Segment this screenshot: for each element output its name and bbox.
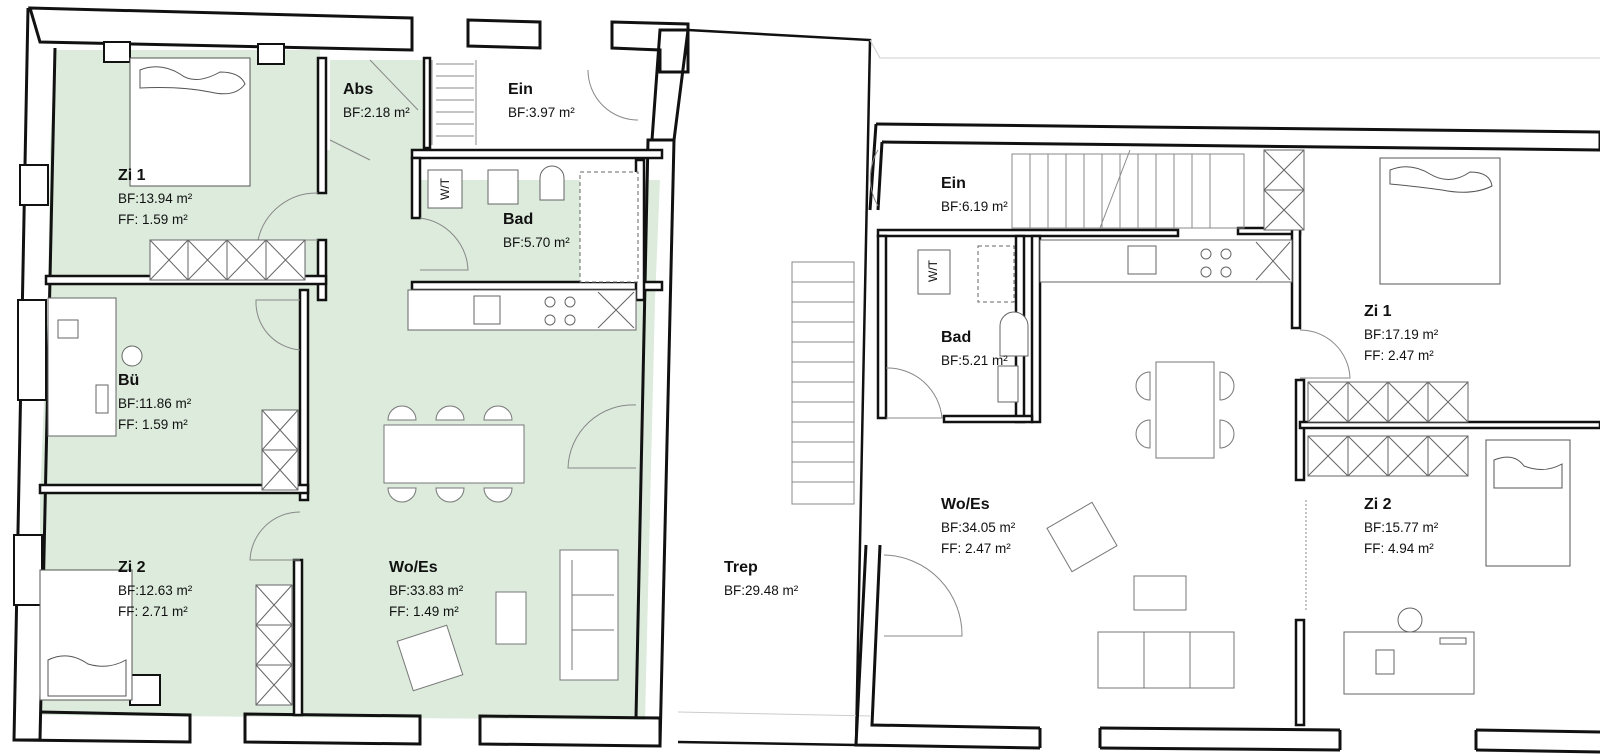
kitchen-counter-icon	[1039, 239, 1293, 283]
room-extra-area: FF: 1.59 m²	[118, 416, 188, 432]
shower-icon	[977, 245, 1015, 303]
room-area: BF:12.63 m²	[118, 583, 193, 598]
room-label-zi2-a: Zi 2 BF:12.63 m² FF: 2.71 m²	[118, 560, 192, 625]
room-area: BF:13.94 m²	[118, 191, 193, 206]
room-extra-area: FF: 2.47 m²	[941, 540, 1011, 556]
apartment-a	[12, 6, 690, 748]
kitchen-counter-icon	[407, 289, 637, 331]
sink-icon	[997, 365, 1019, 403]
coffee-table-icon	[495, 591, 527, 645]
room-name: Bü	[118, 372, 140, 389]
room-label-woes-a: Wo/Es BF:33.83 m² FF: 1.49 m²	[389, 560, 463, 625]
toilet-icon	[539, 165, 565, 201]
room-extra-area: FF: 2.71 m²	[118, 603, 188, 619]
dining-table-icon	[1135, 361, 1235, 459]
room-area: BF:5.70 m²	[503, 235, 570, 250]
apartment-b	[854, 122, 1600, 754]
room-area: BF:29.48 m²	[724, 583, 799, 598]
dining-table-icon	[383, 405, 525, 503]
coffee-table-icon	[1133, 575, 1187, 611]
room-name: Abs	[343, 81, 374, 98]
washer-dryer-label: W/T	[926, 260, 940, 282]
room-area: BF:2.18 m²	[343, 105, 410, 120]
bed-icon	[39, 57, 251, 701]
room-name: Zi 1	[118, 167, 146, 184]
armchair-icon	[396, 624, 464, 692]
room-name: Ein	[508, 81, 533, 98]
staircase-icon	[1011, 149, 1245, 229]
stair-hall	[674, 28, 1600, 747]
room-area: BF:5.21 m²	[941, 353, 1008, 368]
armchair-icon	[1046, 501, 1118, 573]
room-label-woes-b: Wo/Es BF:34.05 m² FF: 2.47 m²	[941, 497, 1015, 562]
room-label-ein-a: Ein BF:3.97 m²	[508, 82, 575, 127]
room-area: BF:6.19 m²	[941, 199, 1008, 214]
room-label-trep: Trep BF:29.48 m²	[724, 560, 798, 605]
wardrobe-icon	[1263, 149, 1469, 477]
room-name: Ein	[941, 175, 966, 192]
room-extra-area: FF: 4.94 m²	[1364, 540, 1434, 556]
door-swings	[869, 149, 1351, 637]
room-extra-area: FF: 2.47 m²	[1364, 347, 1434, 363]
sofa-icon	[559, 549, 619, 681]
outer-walls	[854, 122, 1600, 754]
desk-icon	[47, 297, 143, 437]
bathroom-fixtures	[917, 245, 1029, 403]
room-label-ein-b: Ein BF:6.19 m²	[941, 176, 1008, 221]
room-label-bu: Bü BF:11.86 m² FF: 1.59 m²	[118, 373, 191, 438]
room-name: Zi 2	[1364, 496, 1392, 513]
staircase-icon	[329, 59, 477, 161]
room-name: Bad	[503, 211, 534, 228]
room-label-bad-b: Bad BF:5.21 m²	[941, 330, 1008, 375]
toilet-icon	[999, 311, 1029, 357]
room-label-bad-a: Bad BF:5.70 m²	[503, 212, 570, 257]
room-label-zi1-a: Zi 1 BF:13.94 m² FF: 1.59 m²	[118, 168, 192, 233]
sink-icon	[487, 169, 519, 205]
staircase-icon	[791, 261, 855, 505]
sofa-icon	[1097, 631, 1235, 689]
room-extra-area: FF: 1.59 m²	[118, 211, 188, 227]
room-extra-area: FF: 1.49 m²	[389, 603, 459, 619]
bed-icon	[1379, 157, 1571, 567]
room-name: Zi 2	[118, 559, 146, 576]
room-area: BF:17.19 m²	[1364, 327, 1439, 342]
room-name: Wo/Es	[941, 496, 990, 513]
windows-left	[13, 41, 285, 706]
room-label-zi2-b: Zi 2 BF:15.77 m² FF: 4.94 m²	[1364, 497, 1438, 562]
washer-dryer-label: W/T	[438, 178, 452, 200]
room-name: Wo/Es	[389, 559, 438, 576]
room-label-abs: Abs BF:2.18 m²	[343, 82, 410, 127]
shower-icon	[579, 171, 639, 283]
room-name: Trep	[724, 559, 758, 576]
desk-icon	[1343, 607, 1475, 695]
bathroom-fixtures	[427, 165, 639, 283]
room-area: BF:33.83 m²	[389, 583, 464, 598]
door-swings	[249, 69, 639, 561]
room-area: BF:3.97 m²	[508, 105, 575, 120]
room-label-zi1-b: Zi 1 BF:17.19 m² FF: 2.47 m²	[1364, 304, 1438, 369]
room-fill-areas	[40, 50, 660, 720]
room-area: BF:15.77 m²	[1364, 520, 1439, 535]
wardrobe-icon	[149, 239, 306, 706]
room-name: Zi 1	[1364, 303, 1392, 320]
room-name: Bad	[941, 329, 972, 346]
room-area: BF:34.05 m²	[941, 520, 1016, 535]
room-area: BF:11.86 m²	[118, 396, 192, 411]
